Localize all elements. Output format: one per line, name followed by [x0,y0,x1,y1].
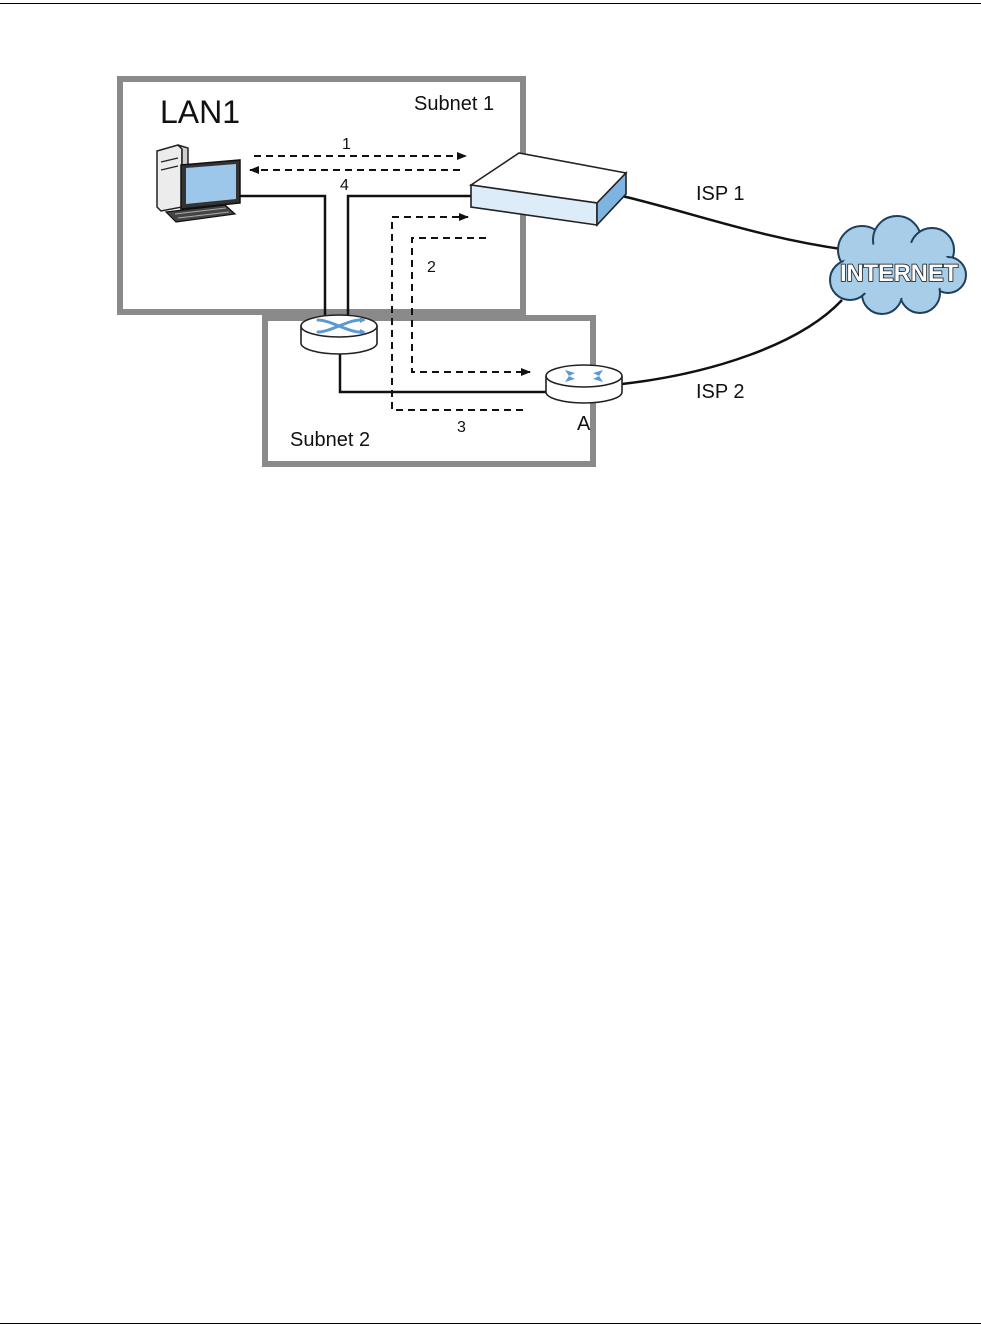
gateway-device-icon [471,153,626,225]
pc-to-switch-link [238,196,325,318]
switch-icon [301,315,377,354]
lan1-label: LAN1 [160,94,240,130]
router-a-icon [546,365,622,403]
step-3-label: 3 [457,419,466,436]
wired-links [238,196,848,392]
footer-rule [0,1323,981,1324]
isp2-label: ISP 2 [696,381,745,403]
router-a-label: A [577,413,591,435]
switch-to-router-a-link [340,353,547,392]
subnet2-label: Subnet 2 [290,429,370,451]
step-2-label: 2 [427,259,436,276]
computer-icon [157,145,240,222]
subnet1-label: Subnet 1 [414,93,494,115]
internet-label: INTERNET [840,260,958,287]
isp2-link [622,300,842,384]
gateway-to-switch-link [348,196,472,318]
isp1-label: ISP 1 [696,183,745,205]
step-1-label: 1 [342,136,351,153]
step-4-label: 4 [340,177,349,194]
